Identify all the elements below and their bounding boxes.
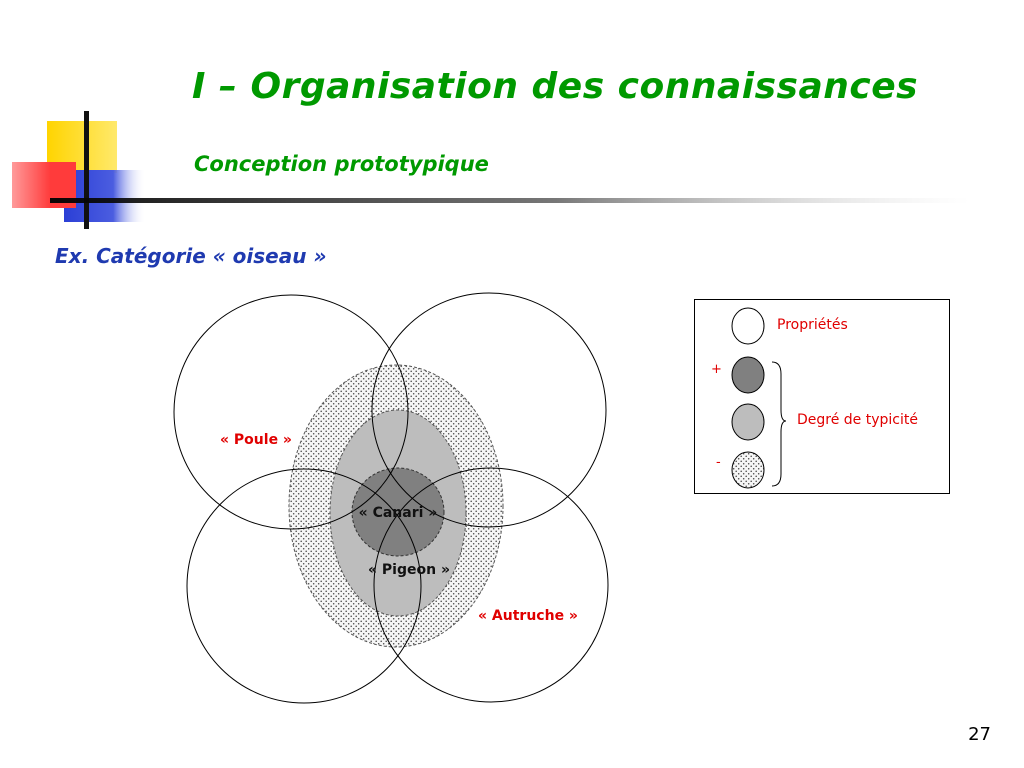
slide-title: I – Organisation des connaissances: [192, 66, 919, 107]
page-number: 27: [968, 724, 991, 745]
title-underline: [50, 198, 970, 203]
property-circle-bottom-right: [373, 467, 609, 703]
label-canari: « Canari »: [359, 505, 438, 521]
legend-graphics: [731, 307, 787, 489]
deco-vertical-bar: [84, 111, 89, 229]
label-pigeon: « Pigeon »: [368, 562, 450, 578]
legend-minus: -: [716, 455, 721, 470]
legend-brace: [771, 361, 787, 487]
legend-white-circle: [731, 307, 765, 345]
legend-dark-circle: [731, 356, 765, 394]
label-autruche: « Autruche »: [478, 608, 578, 624]
legend-plus: +: [711, 362, 722, 377]
legend-properties: Propriétés: [777, 317, 848, 333]
label-poule: « Poule »: [220, 432, 292, 448]
legend-box: Propriétés + - Degré de typicité: [694, 299, 950, 494]
legend-typicality: Degré de typicité: [797, 412, 918, 428]
slide-subtitle: Conception prototypique: [194, 152, 489, 176]
example-heading: Ex. Catégorie « oiseau »: [55, 244, 327, 268]
property-circle-bottom-left: [186, 468, 422, 704]
legend-dotted-circle: [731, 451, 765, 489]
deco-blue-block: [64, 170, 146, 222]
legend-medium-circle: [731, 403, 765, 441]
slide-decoration: [12, 111, 970, 229]
property-circle-top-left: [173, 294, 409, 530]
property-circle-top-right: [371, 292, 607, 528]
